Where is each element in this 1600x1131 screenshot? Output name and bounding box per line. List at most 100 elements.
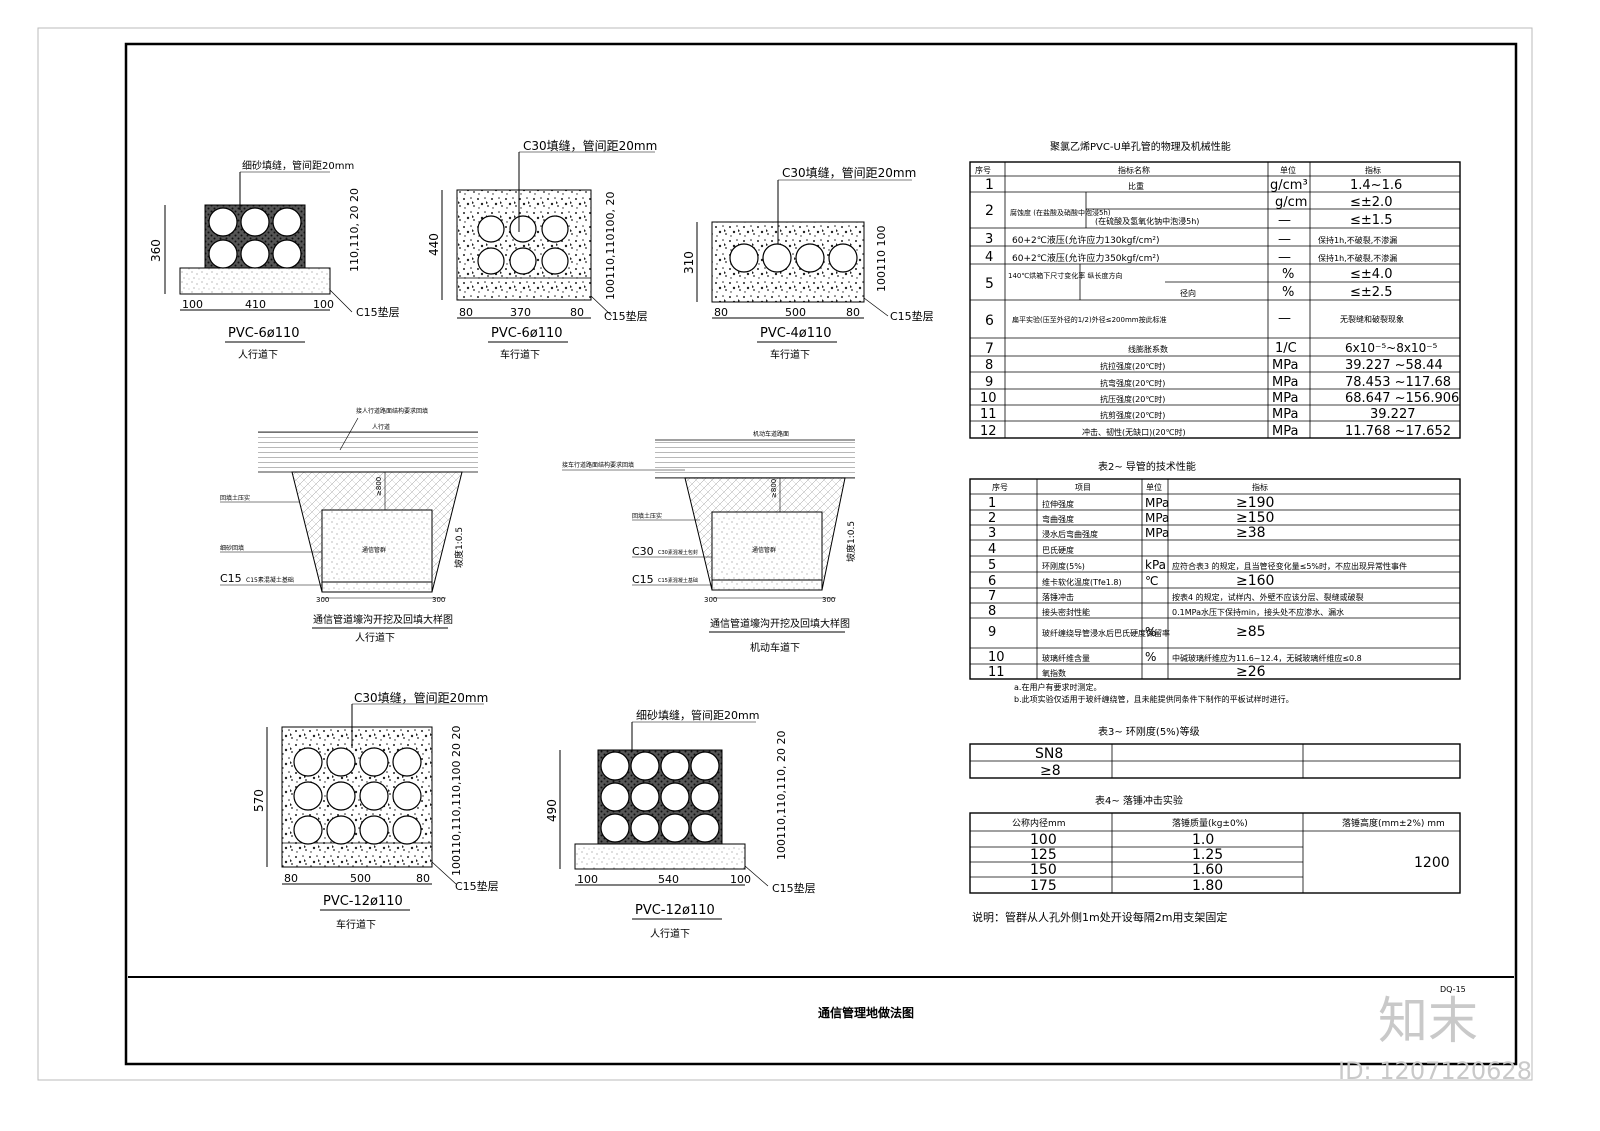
trench-slope: 坡度1:0.5 xyxy=(453,527,465,568)
dim-spacing: 100110,110,110, 20 20 xyxy=(775,731,788,860)
table-cell: 腐蚀度 (在盐酸及硝酸中泡浸5h) xyxy=(1010,208,1111,217)
table-cell: 接头密封性能 xyxy=(1042,607,1090,617)
c15-label: C15 xyxy=(220,572,242,585)
section-name: PVC-12ø110 xyxy=(635,903,715,918)
table-cell: 玻纤缠绕导管浸水后巴氏硬度保留率 xyxy=(1042,628,1170,638)
table-cell: 1200 xyxy=(1414,855,1450,871)
table-header: 落锤质量(kg±0%) xyxy=(1172,817,1248,829)
trench-road: 机动车道路面 xyxy=(753,430,789,438)
table-cell: 环刚度(5%) xyxy=(1042,561,1085,571)
fill-note: C30填缝，管间距20mm xyxy=(523,138,657,153)
table-cell: ≤±1.5 xyxy=(1350,213,1392,228)
table-cell: ≥26 xyxy=(1236,664,1266,680)
sheet-number: DQ-15 xyxy=(1440,985,1466,994)
trench-base: C15素混凝土基础 xyxy=(658,577,698,584)
fill-note: C30填缝，管间距20mm xyxy=(354,690,488,705)
table-cell: 9 xyxy=(985,375,993,390)
table-header: 单位 xyxy=(1280,165,1296,175)
table-cell: MPa xyxy=(1272,407,1298,422)
dim-height: 310 xyxy=(682,251,696,274)
fill-note: C30填缝，管间距20mm xyxy=(782,165,916,180)
table-cell: ≤±2.5 xyxy=(1350,285,1392,300)
section-name: PVC-6ø110 xyxy=(491,326,563,341)
table-cell: 按表4 的规定，试样内、外壁不应该分层、裂缝或破裂 xyxy=(1172,592,1364,602)
table-cell: 巴氏硬度 xyxy=(1042,545,1074,555)
table-cell: MPa xyxy=(1145,526,1169,540)
table-cell: ℃ xyxy=(1145,574,1158,588)
table-cell: — xyxy=(1278,213,1291,228)
dim-bottom: 500 xyxy=(785,306,806,319)
section-sub: 车行道下 xyxy=(500,348,540,361)
base-note: C15垫层 xyxy=(604,309,648,323)
duct-section-4: C30填缝，管间距20mm 570 100110,110,110,100 20 … xyxy=(252,690,499,931)
table-cell: 扁平实验(压至外径的1/2)外径≤200mm按此标准 xyxy=(1012,315,1167,324)
duct-section-2: C30填缝，管间距20mm 440 100110,110100, 20 80 3… xyxy=(427,138,657,361)
table-header: 指标 xyxy=(1252,482,1268,492)
table-note: b.此项实验仅适用于玻纤缠绕管，且未能提供同条件下制作的平板试样时进行。 xyxy=(1014,694,1294,704)
dim-bottom: 80 xyxy=(570,306,584,319)
table-cell: 比重 xyxy=(1128,181,1144,191)
dim-spacing: 110,110, 20 20 xyxy=(348,188,361,272)
trench-backfill: 回填土压实 xyxy=(632,512,662,520)
trench-caption: 通信管道壕沟开挖及回填大样图 xyxy=(710,617,850,630)
table-header: 公称内径mm xyxy=(1012,817,1066,829)
table-cell: 39.227 ~58.44 xyxy=(1345,358,1443,373)
table-cell: MPa xyxy=(1145,496,1169,510)
table-cell: 0.1MPa水压下保持min，接头处不应渗水、漏水 xyxy=(1172,607,1344,617)
trench-width: 300 xyxy=(316,596,329,604)
table-cell: 1.4~1.6 xyxy=(1350,178,1402,193)
table-cell: 7 xyxy=(985,341,994,357)
dim-height: 440 xyxy=(427,233,441,256)
base-note: C15垫层 xyxy=(455,879,499,893)
dim-height: 360 xyxy=(149,239,163,262)
section-name: PVC-12ø110 xyxy=(323,894,403,909)
table-cell: 12 xyxy=(980,424,997,439)
trench-slope: 坡度1:0.5 xyxy=(845,521,857,562)
dim-bottom: 80 xyxy=(459,306,473,319)
trench-sand: C30素混凝土包封 xyxy=(658,549,698,556)
table-cell: 抗压强度(20℃时) xyxy=(1100,394,1165,404)
section-name: PVC-6ø110 xyxy=(228,326,300,341)
table-cell: MPa xyxy=(1145,511,1169,525)
table-cell: 抗剪强度(20℃时) xyxy=(1100,410,1165,420)
trench-depth: ≥800 xyxy=(770,479,778,498)
dim-height: 570 xyxy=(252,789,266,812)
dim-bottom: 80 xyxy=(416,872,430,885)
table-cell: 抗拉强度(20℃时) xyxy=(1100,361,1165,371)
table-cell: 140℃烘箱下尺寸变化率 纵长度方向 xyxy=(1008,271,1122,280)
table-cell: 68.647 ~156.906 xyxy=(1345,391,1459,406)
table-cell: 1 xyxy=(988,496,996,511)
section-sub: 车行道下 xyxy=(336,918,376,931)
table-cell: g/cm xyxy=(1275,195,1307,210)
table-cell: 1 xyxy=(985,177,994,193)
fill-note: 细砂填缝，管间距20mm xyxy=(242,159,354,172)
id-label: ID: 1207120628 xyxy=(1338,1057,1532,1085)
trench-duct: 通信管群 xyxy=(752,546,776,554)
dim-bottom: 540 xyxy=(658,873,679,886)
table-cell: 8 xyxy=(988,604,996,619)
table-cell: 1.60 xyxy=(1192,862,1223,878)
footnote: 说明：管群从人孔外侧1m处开设每隔2m用支架固定 xyxy=(972,910,1227,924)
table-title: 表2~ 导管的技术性能 xyxy=(1098,460,1196,473)
c15-label: C15 xyxy=(632,573,654,586)
table-cell: 弯曲强度 xyxy=(1042,514,1074,524)
table-cell: 60+2℃液压(允许应力130kgf/cm²) xyxy=(1012,234,1159,246)
table-cell: 5 xyxy=(985,276,994,292)
table-cell: ≥160 xyxy=(1236,573,1274,589)
table-cell: 2 xyxy=(988,511,996,526)
trench-detail-1: 通信管群 接人行道路面结构要求回填 人行道 ≥800 回填土压实 细砂回填 C1… xyxy=(220,407,478,644)
drawing-frame xyxy=(124,42,1518,1066)
table-cell: 1.80 xyxy=(1192,878,1223,894)
brand-logo: 知末 xyxy=(1378,992,1478,1050)
table-cell: MPa xyxy=(1272,424,1298,439)
table-cell: 中碱玻璃纤维应为11.6~12.4，无碱玻璃纤维应≤0.8 xyxy=(1172,653,1362,663)
table-cell: 4 xyxy=(985,250,993,265)
table-cell: 6 xyxy=(985,313,994,329)
section-sub: 人行道下 xyxy=(238,348,278,361)
dim-bottom: 370 xyxy=(510,306,531,319)
table-cell: 11 xyxy=(988,665,1005,680)
dim-bottom: 100 xyxy=(182,298,203,311)
section-sub: 人行道下 xyxy=(650,927,690,940)
c30-label: C30 xyxy=(632,545,654,558)
